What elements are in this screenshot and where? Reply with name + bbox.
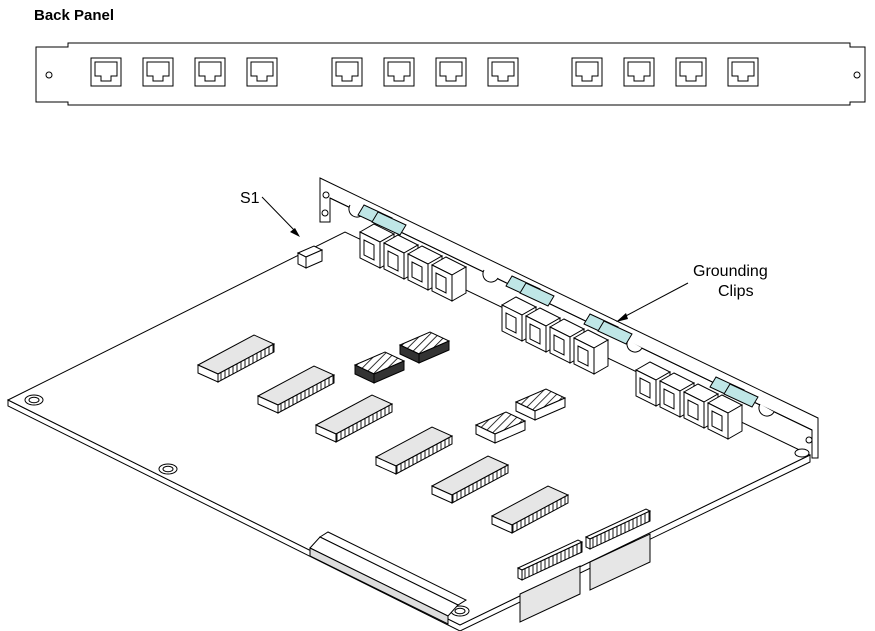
- rj45-port: [487, 57, 519, 87]
- hatched-chip-2: [514, 388, 567, 421]
- rj45-port: [435, 57, 467, 87]
- dark-chip-1: [353, 351, 406, 384]
- hatched-chip-1: [474, 411, 527, 444]
- grounding-label-line1: Grounding: [693, 263, 768, 280]
- mounting-holes: [24, 394, 810, 617]
- crystal-chips: [353, 331, 567, 444]
- grounding-arrowhead: [616, 313, 628, 322]
- dip-ic: [374, 426, 454, 475]
- dark-chip-2: [398, 331, 451, 364]
- board-surface: [6, 231, 812, 626]
- rj45-jacks: [358, 223, 744, 440]
- s1-label: S1: [240, 190, 260, 207]
- header-connectors: [516, 508, 652, 623]
- dip-ic: [314, 394, 394, 443]
- rj45-port: [90, 57, 122, 87]
- ic-chips: [196, 334, 570, 534]
- edge-connector: [309, 531, 468, 625]
- grounding-clips-callout: Grounding Clips: [616, 263, 768, 322]
- panel-hole-left: [45, 71, 53, 79]
- rj45-port: [246, 57, 278, 87]
- s1-switch: [296, 245, 324, 269]
- circuit-board: [6, 231, 812, 631]
- rj45-port: [331, 57, 363, 87]
- rj45-port: [675, 57, 707, 87]
- grounding-clips: [357, 204, 759, 408]
- dip-ic: [256, 365, 336, 414]
- back-panel-title: Back Panel: [34, 7, 114, 24]
- rj45-jack: [572, 329, 610, 375]
- rj45-jack: [430, 256, 468, 302]
- s1-arrowhead: [290, 228, 300, 237]
- s1-callout: S1: [240, 190, 300, 237]
- dip-ic: [430, 455, 510, 504]
- rj45-port-row: [90, 57, 759, 87]
- rj45-port: [727, 57, 759, 87]
- rj45-port: [383, 57, 415, 87]
- rj45-port: [142, 57, 174, 87]
- rj45-port: [623, 57, 655, 87]
- dip-ic: [490, 485, 570, 534]
- rj45-jack: [706, 394, 744, 440]
- panel-hole-right: [853, 71, 861, 79]
- dip-ic: [196, 334, 276, 383]
- back-panel: [35, 42, 866, 106]
- grounding-label-line2: Clips: [718, 283, 754, 300]
- rj45-port: [571, 57, 603, 87]
- rj45-port: [194, 57, 226, 87]
